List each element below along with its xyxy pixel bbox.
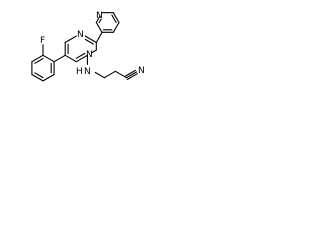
aminopropanenitrile-chain (86, 54, 138, 80)
nitrile-n-label: N (138, 66, 145, 76)
fluorine-label: F (40, 36, 45, 46)
fluorophenyl-ring (31, 44, 66, 82)
pyrimidine-n1-label: N (77, 30, 84, 40)
amine-h-label: H (76, 67, 83, 77)
pyrimidine-n3-label: N (86, 50, 93, 60)
pyridine-ring (95, 12, 120, 33)
amine-n-label: N (84, 67, 91, 77)
structure-diagram: F N N N H N N (31, 11, 145, 82)
pyridine-n-label: N (96, 11, 103, 21)
pyrimidine-ring (64, 31, 103, 63)
